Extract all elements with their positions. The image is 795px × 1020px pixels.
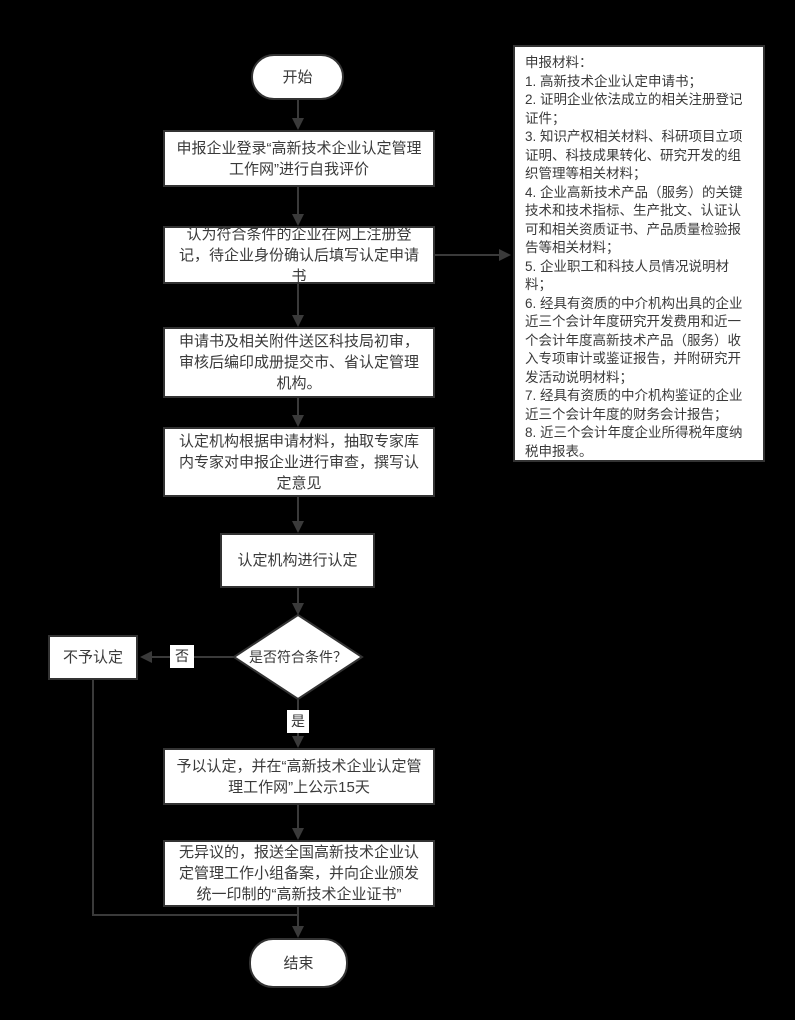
arrowhead-down-icon <box>292 603 304 615</box>
edge-initial-review-to-expert-review <box>292 398 304 427</box>
node-initial-review: 申请书及相关附件送区科技局初审，审核后编印成册提交市、省认定管理机构。 <box>163 327 435 398</box>
arrowhead-down-icon <box>292 118 304 130</box>
node-end: 结束 <box>249 938 348 988</box>
edge-expert-review-to-certification <box>292 497 304 533</box>
materials-item: 2. 证明企业依法成立的相关注册登记证件； <box>525 92 743 126</box>
edge-start-to-self-eval <box>292 100 304 130</box>
node-register-online: 认为符合条件的企业在网上注册登记，待企业身份确认后填写认定申请书 <box>163 226 435 285</box>
materials-item: 1. 高新技术企业认定申请书； <box>525 73 703 89</box>
edge-label-yes: 是 <box>287 710 309 733</box>
edge-approve-to-filing <box>292 805 304 840</box>
node-decision-label: 是否符合条件？ <box>249 649 347 665</box>
arrowhead-down-icon <box>292 736 304 748</box>
edge-register-to-materials <box>435 249 511 261</box>
materials-panel: 申报材料： 1. 高新技术企业认定申请书； 2. 证明企业依法成立的相关注册登记… <box>513 45 765 462</box>
materials-item: 7. 经具有资质的中介机构鉴证的企业近三个会计年度的财务会计报告； <box>525 388 743 422</box>
arrowhead-down-icon <box>292 828 304 840</box>
arrowhead-down-icon <box>292 521 304 533</box>
materials-item: 8. 近三个会计年度企业所得税年度纳税申报表。 <box>525 425 743 459</box>
edge-register-to-initial-review <box>292 284 304 327</box>
edge-filing-to-end <box>292 907 304 938</box>
node-self-evaluation: 申报企业登录“高新技术企业认定管理工作网”进行自我评价 <box>163 130 435 187</box>
edge-reject-to-end <box>92 680 298 916</box>
edge-certification-to-decision <box>292 588 304 615</box>
materials-item: 3. 知识产权相关材料、科研项目立项证明、科技成果转化、研究开发的组织管理等相关… <box>525 129 743 181</box>
node-expert-review: 认定机构根据申请材料，抽取专家库内专家对申报企业进行审查，撰写认定意见 <box>163 427 435 497</box>
arrowhead-down-icon <box>292 926 304 938</box>
materials-item: 5. 企业职工和科技人员情况说明材料； <box>525 258 730 293</box>
arrowhead-down-icon <box>292 214 304 226</box>
node-filing-certificate: 无异议的，报送全国高新技术企业认定管理工作小组备案，并向企业颁发统一印制的“高新… <box>163 840 435 907</box>
node-start: 开始 <box>251 54 344 100</box>
arrowhead-down-icon <box>292 415 304 427</box>
materials-title: 申报材料： <box>525 55 593 70</box>
arrowhead-right-icon <box>499 249 511 261</box>
materials-item: 4. 企业高新技术产品（服务）的关键技术和技术指标、生产批文、认证认可和相关资质… <box>525 184 743 256</box>
node-approve-publicity: 予以认定，并在“高新技术企业认定管理工作网”上公示15天 <box>163 748 435 805</box>
arrowhead-down-icon <box>292 315 304 327</box>
node-certification: 认定机构进行认定 <box>220 533 375 588</box>
arrowhead-left-icon <box>140 651 152 663</box>
edge-label-no: 否 <box>170 645 194 668</box>
materials-item: 6. 经具有资质的中介机构出具的企业近三个会计年度研究开发费用和近一个会计年度高… <box>525 295 743 385</box>
node-decision-shape <box>232 613 364 701</box>
edge-self-eval-to-register <box>292 187 304 226</box>
node-rejected: 不予认定 <box>48 635 138 680</box>
